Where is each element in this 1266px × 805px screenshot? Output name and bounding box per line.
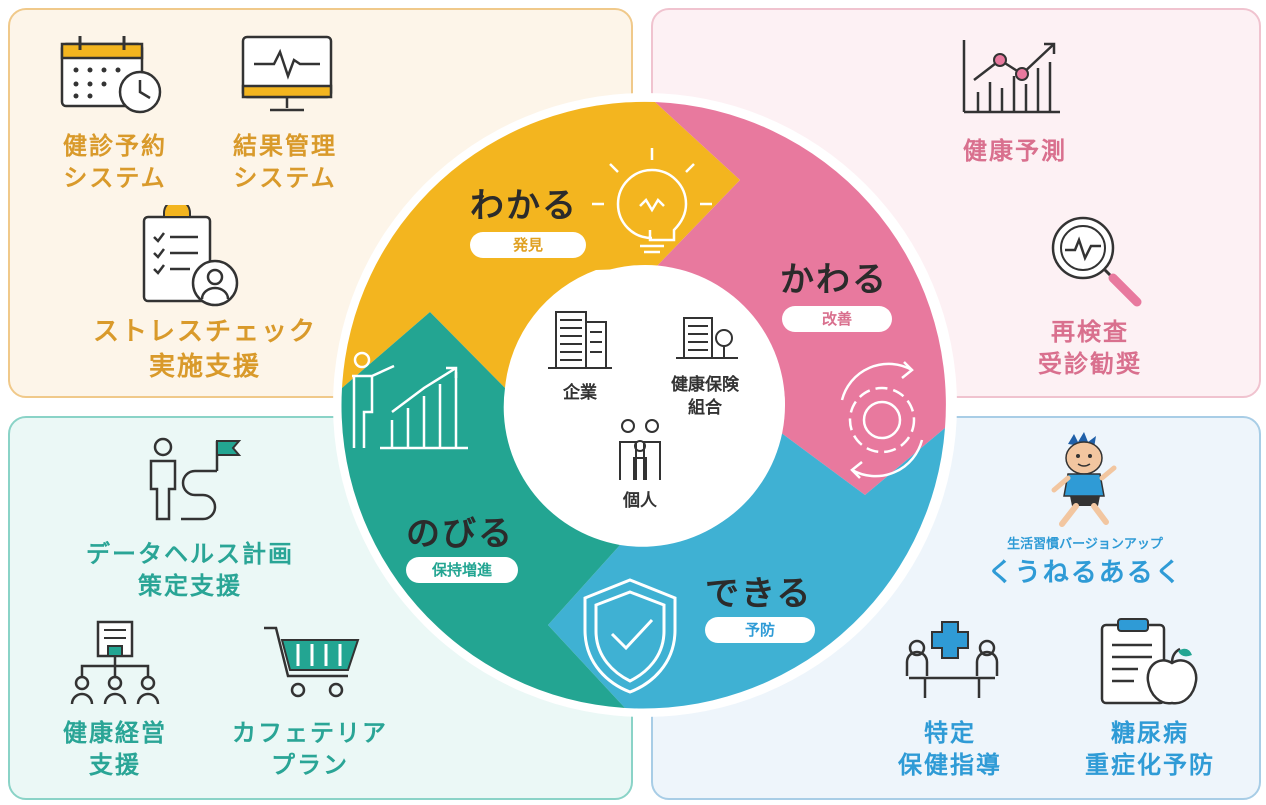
office-building-icon <box>548 311 612 369</box>
stage-kawaru-segment <box>655 102 946 495</box>
label-seikatsu-shukan: 生活習慣バージョンアップ <box>1007 537 1163 552</box>
label-kenko-yosoku: 健康予測 <box>963 137 1067 165</box>
consultation-table-icon <box>905 621 999 698</box>
stage-dekiru-pill: 予防 <box>705 617 815 643</box>
center-label-kigyo: 企業 <box>563 383 597 403</box>
stage-wakaru-title: わかる <box>470 186 578 226</box>
label-kenko-keiei: 健康経営 支援 <box>63 719 167 780</box>
shield-check-icon <box>583 578 677 694</box>
label-data-health: データヘルス計画 策定支援 <box>86 540 294 601</box>
growth-chart-person-icon <box>352 351 468 450</box>
lightbulb-icon <box>592 148 712 254</box>
clipboard-checklist-user-icon <box>142 205 239 307</box>
building-org-people-icon <box>70 620 160 705</box>
label-cafeteria: カフェテリア プラン <box>232 719 388 780</box>
stage-kawaru-title: かわる <box>780 260 888 300</box>
stage-nobiru-segment <box>341 312 625 708</box>
gear-cycle-icon <box>840 361 924 479</box>
label-saikensa: 再検査 受診勧奨 <box>1038 318 1142 379</box>
calendar-clock-icon <box>60 36 162 114</box>
label-tonyobyo: 糖尿病 重症化予防 <box>1085 719 1215 780</box>
mascot-runner-icon <box>1051 432 1117 527</box>
stage-nobiru-pill: 保持増進 <box>406 557 518 583</box>
clipboard-apple-icon <box>1100 618 1198 705</box>
label-kekka-kanri: 結果管理 システム <box>233 132 337 193</box>
stage-dekiru-segment <box>548 428 945 709</box>
stage-nobiru-title: のびる <box>406 514 514 554</box>
center-label-kojin: 個人 <box>623 491 657 511</box>
family-icon <box>619 419 661 480</box>
building-tree-icon <box>676 317 738 359</box>
center-label-kenpo-kumiai: 健康保険 組合 <box>671 375 739 418</box>
label-tokutei-hoken: 特定 保健指導 <box>898 719 1002 780</box>
magnifier-pulse-icon <box>1051 216 1142 307</box>
person-path-flag-icon <box>149 437 242 521</box>
shopping-cart-icon <box>264 626 360 698</box>
label-kuuneru: くうねるあるく <box>987 558 1183 588</box>
rising-chart-icon <box>962 40 1060 114</box>
monitor-pulse-icon <box>241 35 333 112</box>
stage-wakaru-pill: 発見 <box>470 232 586 258</box>
stage-kawaru-pill: 改善 <box>782 306 892 332</box>
label-stress-check: ストレスチェック 実施支援 <box>92 317 317 383</box>
stage-dekiru-title: できる <box>705 574 813 614</box>
label-kenshin-yoyaku: 健診予約 システム <box>63 132 167 193</box>
